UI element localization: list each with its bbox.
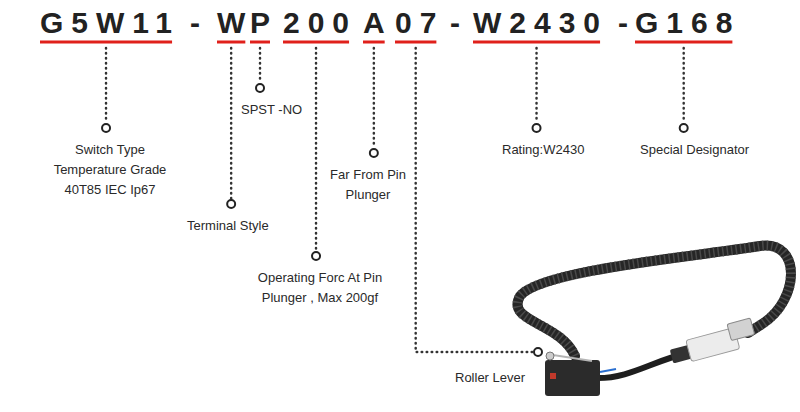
leader-ring — [256, 84, 264, 92]
code-segment: W2430 — [473, 8, 608, 38]
segment-underline — [363, 41, 385, 44]
leader-line — [230, 48, 233, 199]
leader-line — [416, 48, 533, 352]
callout-label: Switch Type Temperature Grade 40T85 IEC … — [45, 140, 175, 200]
connector-head — [727, 318, 755, 341]
segment-underline — [283, 41, 349, 44]
switch-mark — [550, 373, 556, 379]
leader-ring — [102, 124, 110, 132]
leader-ring — [227, 200, 235, 208]
code-segment: - — [450, 8, 468, 38]
leader-ring — [680, 124, 688, 132]
code-segment: - — [618, 8, 636, 38]
leader-ring — [534, 348, 542, 356]
code-segment: P — [250, 8, 278, 38]
sleeve-ribs — [517, 246, 791, 356]
code-segment: - — [190, 8, 208, 38]
switch-body — [545, 360, 600, 396]
blue-wire — [600, 369, 616, 372]
code-segment: W — [217, 8, 253, 38]
callout-label: Operating Forc At Pin Plunger , Max 200g… — [258, 268, 383, 308]
leader-ring — [533, 124, 541, 132]
callout-label: Far From Pin Plunger — [326, 165, 411, 205]
code-segment: 07 — [395, 8, 444, 38]
code-segment: A — [363, 8, 393, 38]
wire-harness — [517, 246, 791, 396]
leader-ring — [312, 252, 320, 260]
callout-label: Special Designator — [640, 140, 749, 160]
code-segment: G168 — [635, 8, 740, 38]
callout-label: Roller Lever — [455, 368, 525, 388]
leader-line — [315, 48, 318, 251]
leader-line — [682, 48, 685, 123]
segment-underline — [635, 41, 732, 44]
callout-label: Terminal Style — [187, 216, 269, 236]
segment-underline — [217, 41, 245, 44]
segment-underline — [40, 41, 172, 44]
leader-line — [535, 48, 538, 123]
callout-label: SPST -NO — [241, 100, 302, 120]
code-segment: 200 — [283, 8, 357, 38]
code-segment: G5W11 — [40, 8, 180, 38]
roller-lever-arm — [553, 355, 592, 361]
segment-underline — [250, 41, 270, 44]
segment-underline — [473, 41, 600, 44]
leader-line — [105, 48, 108, 123]
leader-line — [373, 48, 376, 148]
callout-label: Rating:W2430 — [502, 140, 584, 160]
segment-underline — [395, 41, 436, 44]
cable-sleeve — [517, 246, 791, 356]
leader-line — [259, 48, 262, 83]
roller — [546, 352, 554, 360]
connector — [667, 318, 757, 366]
leader-ring — [370, 149, 378, 157]
